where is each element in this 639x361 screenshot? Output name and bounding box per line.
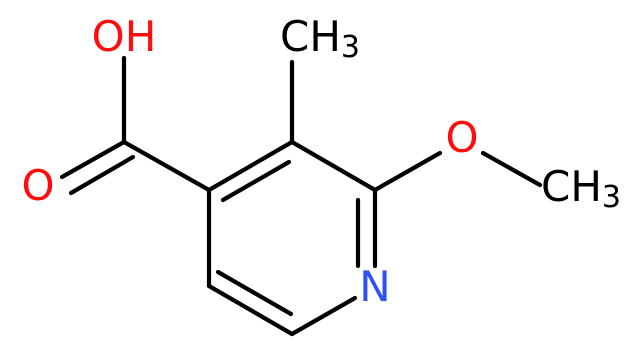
bond-c3-c4-a bbox=[206, 139, 295, 193]
methyl-top-main: CH bbox=[280, 12, 341, 61]
ring-nitrogen-label: N bbox=[359, 262, 390, 311]
bond-ether-oxygen-methyl bbox=[480, 150, 543, 188]
methyl-top-sub: 3 bbox=[341, 30, 360, 65]
methyl-right-main: CH bbox=[541, 162, 602, 211]
bond-c2-ether-oxygen bbox=[372, 150, 443, 193]
methyl-right-label: CH3 bbox=[541, 162, 621, 215]
bond-c3-c4-b bbox=[220, 159, 292, 203]
bond-c6-n bbox=[289, 295, 358, 337]
hydroxyl-label: OH bbox=[92, 12, 157, 61]
ether-oxygen-label: O bbox=[445, 113, 478, 162]
methyl-right-sub: 3 bbox=[602, 180, 621, 215]
bond-c5-c6-b bbox=[215, 269, 294, 317]
atom-labels: OH O N O CH3 CH3 bbox=[21, 12, 621, 311]
carbonyl-oxygen-label: O bbox=[21, 161, 54, 210]
methyl-top-label: CH3 bbox=[280, 12, 360, 65]
bond-carboxyl-carbonyl-b bbox=[68, 154, 136, 196]
bond-c2-c3 bbox=[289, 139, 378, 193]
bond-carboxyl-ring bbox=[121, 139, 212, 193]
bond-carboxyl-carbonyl-a bbox=[59, 139, 127, 180]
bond-c5-c6-a bbox=[206, 283, 295, 337]
bonds bbox=[59, 55, 543, 337]
